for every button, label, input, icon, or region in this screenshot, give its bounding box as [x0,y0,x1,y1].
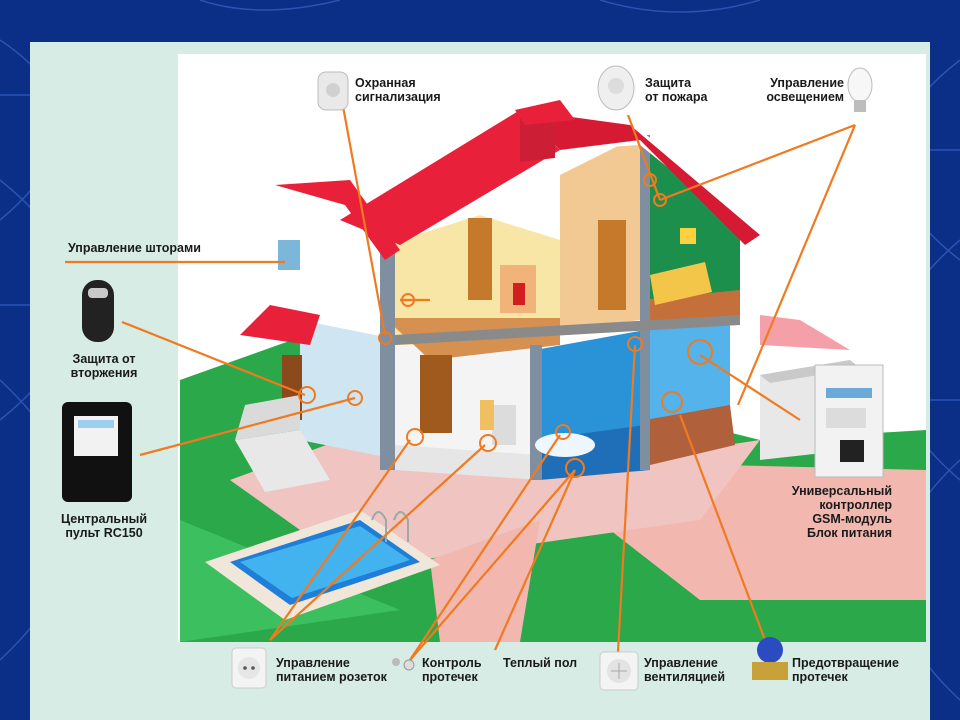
remote-panel-icon [62,402,132,502]
label-fire-protection: Защита от пожара [645,76,708,104]
dormer-window [278,240,300,270]
label-leak-prevention: Предотвращение протечек [792,656,899,684]
light-bulb-icon [847,67,873,112]
roof-main [520,110,760,245]
roof-main [340,110,560,245]
label-warm-floor: Теплый пол [503,656,578,670]
label-leak-control: Контроль протечек [422,656,482,684]
utility-floor [645,405,735,465]
wall-cut [395,315,740,345]
label-central-panel: Центральный пульт RC150 [60,512,148,540]
leak-sensor-icon [392,658,415,671]
door [468,218,492,300]
chimney [520,113,555,162]
wall-cut [530,345,542,480]
sofa [650,262,712,305]
smoke-detector-icon [597,65,635,111]
water-valve-icon [752,637,788,680]
door [420,355,452,433]
ventilation-fan-icon [599,651,639,691]
house-left-wall [300,320,400,460]
roof-garage [760,315,850,350]
label-lighting-control: Управление освещением [766,76,844,104]
label-universal-controller: Универсальный контроллер GSM-модуль Блок… [791,484,892,540]
label-intrusion-protection: Защита от вторжения [70,352,138,380]
controller-cabinet-icon [814,364,884,478]
bathtub [535,433,595,457]
wall-cut [380,235,395,470]
front-steps [235,430,330,492]
alarm-sensor-icon [317,71,349,111]
label-alarm: Охранная сигнализация [355,76,441,104]
kitchen-floor [395,445,540,480]
label-curtain-control: Управление шторами [68,241,201,255]
socket-icon [231,647,267,689]
door [598,220,626,310]
stove [492,405,516,445]
label-ventilation-control: Управление вентиляцией [644,656,726,684]
roof-main [260,185,375,300]
roof-porch [240,305,320,345]
wall-cut [640,135,650,470]
label-socket-power: Управление питанием розеток [276,656,387,684]
intrusion-sensor-icon [82,280,114,342]
